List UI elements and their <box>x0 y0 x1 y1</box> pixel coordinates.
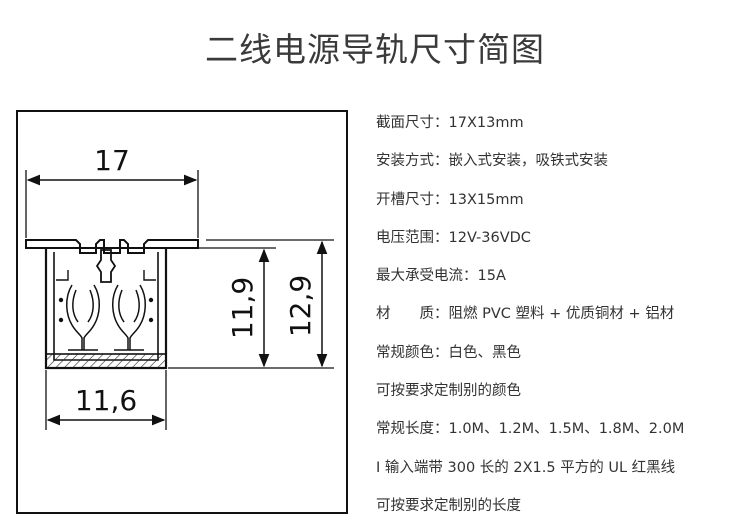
copper-clip-left <box>66 284 100 351</box>
spec-slot-size: 开槽尺寸：13X15mm <box>376 191 524 208</box>
outer-height-dimension: 12,9 <box>284 240 328 368</box>
inner-height-label: 11,9 <box>226 277 259 339</box>
width-dim-label: 17 <box>94 144 130 177</box>
spec-list: 截面尺寸：17X13mm 安装方式：嵌入式安装，吸铁式安装 开槽尺寸：13X15… <box>376 104 748 525</box>
drawing-frame <box>16 110 348 514</box>
inner-height-dimension: 11,9 <box>226 248 270 368</box>
rail-body-inner <box>53 252 159 361</box>
spec-colors: 常规颜色：白色、黑色 <box>376 344 521 361</box>
spec-input-wire: I 输入端带 300 长的 2X1.5 平方的 UL 红黑线 <box>376 459 676 476</box>
spec-custom-color: 可按要求定制别的颜色 <box>376 383 521 400</box>
spec-section-size: 截面尺寸：17X13mm <box>376 115 524 131</box>
width-dimension: 17 <box>25 144 199 238</box>
bottom-width-dimension: 11,6 <box>45 370 167 430</box>
spec-material: 材 质：阻燃 PVC 塑料 + 优质铜材 + 铝材 <box>376 306 675 323</box>
spec-install-method: 安装方式：嵌入式安装，吸铁式安装 <box>376 153 608 170</box>
rail-base-hatched <box>45 353 167 369</box>
spec-custom-length: 可按要求定制别的长度 <box>376 497 521 514</box>
page-title: 二线电源导轨尺寸简图 <box>205 30 545 69</box>
rail-top-flange <box>25 239 199 254</box>
spec-voltage-range: 电压范围：12V-36VDC <box>376 229 531 246</box>
rail-center-post <box>95 249 117 283</box>
bottom-width-label: 11,6 <box>75 384 137 417</box>
spec-max-current: 最大承受电流：15A <box>376 268 506 285</box>
outer-height-label: 12,9 <box>284 275 317 337</box>
rail-body-outer <box>44 248 168 370</box>
spec-lengths: 常规长度：1.0M、1.2M、1.5M、1.8M、2.0M <box>376 421 685 438</box>
copper-clip-right <box>112 284 146 351</box>
cross-section-drawing: 17 11,9 12,9 <box>16 110 348 514</box>
